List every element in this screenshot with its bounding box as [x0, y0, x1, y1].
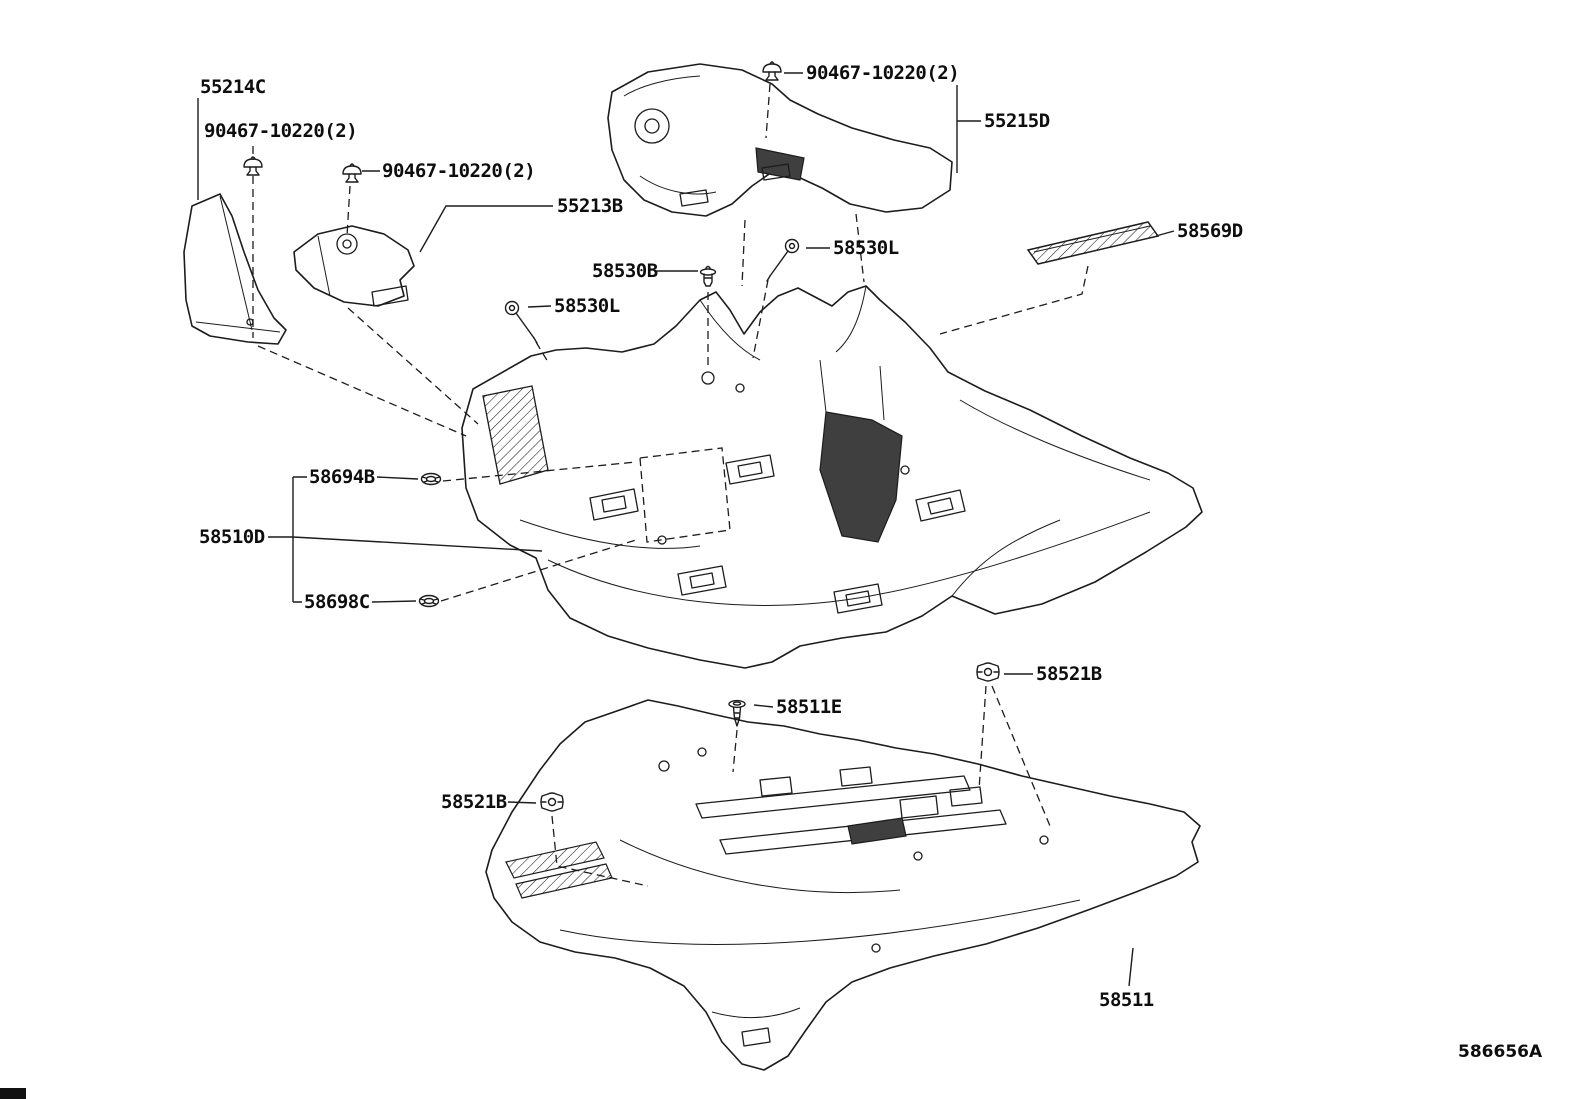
toe-board-hatch-area: [483, 386, 548, 484]
part-label-58530L-b[interactable]: 58530L: [554, 295, 620, 317]
part-cowl-bracket-left[interactable]: [184, 194, 286, 344]
part-label-58569D[interactable]: 58569D: [1177, 220, 1243, 242]
part-label-55214C[interactable]: 55214C: [200, 76, 266, 98]
push-clip-icon[interactable]: [342, 163, 362, 183]
rear-tunnel-shade: [848, 818, 906, 844]
part-front-floor-carpet[interactable]: [462, 286, 1202, 668]
part-label-55215D[interactable]: 55215D: [984, 110, 1050, 132]
part-label-58521B-a[interactable]: 58521B: [1036, 663, 1102, 685]
silencer-shade: [756, 148, 804, 180]
part-label-58521B-b[interactable]: 58521B: [441, 791, 507, 813]
part-label-90467-10220-a[interactable]: 90467-10220(2): [204, 120, 358, 142]
screw-pin-icon[interactable]: [504, 300, 538, 344]
part-label-90467-10220-c[interactable]: 90467-10220(2): [806, 62, 960, 84]
corner-artifact: [0, 1088, 26, 1099]
part-label-55213B[interactable]: 55213B: [557, 195, 623, 217]
leader-lines: [198, 73, 1174, 986]
part-label-58530L-a[interactable]: 58530L: [833, 237, 899, 259]
screw-pin-icon[interactable]: [766, 238, 800, 282]
part-label-58694B[interactable]: 58694B: [309, 466, 375, 488]
rivet-clip-icon[interactable]: [699, 265, 717, 287]
part-label-58511[interactable]: 58511: [1099, 989, 1154, 1011]
part-label-58510D[interactable]: 58510D: [199, 526, 265, 548]
part-dash-silencer[interactable]: [608, 64, 952, 216]
part-label-58530B[interactable]: 58530B: [592, 260, 658, 282]
part-label-58511E[interactable]: 58511E: [776, 696, 842, 718]
part-rear-floor-carpet[interactable]: [486, 700, 1200, 1070]
part-label-58698C[interactable]: 58698C: [304, 591, 370, 613]
console-tunnel-shade: [820, 412, 902, 542]
part-scuff-plate[interactable]: [1028, 222, 1158, 264]
grommet-icon[interactable]: [418, 594, 440, 608]
grommet-icon[interactable]: [420, 472, 442, 486]
part-label-90467-10220-b[interactable]: 90467-10220(2): [382, 160, 536, 182]
assembly-dashed-lines: [253, 84, 1088, 886]
nut-clip-icon[interactable]: [976, 662, 1000, 682]
push-clip-icon[interactable]: [243, 156, 263, 176]
push-clip-icon[interactable]: [762, 61, 782, 81]
part-cowl-bracket-right[interactable]: [294, 226, 414, 306]
diagram-code: 586656A: [1458, 1042, 1543, 1062]
